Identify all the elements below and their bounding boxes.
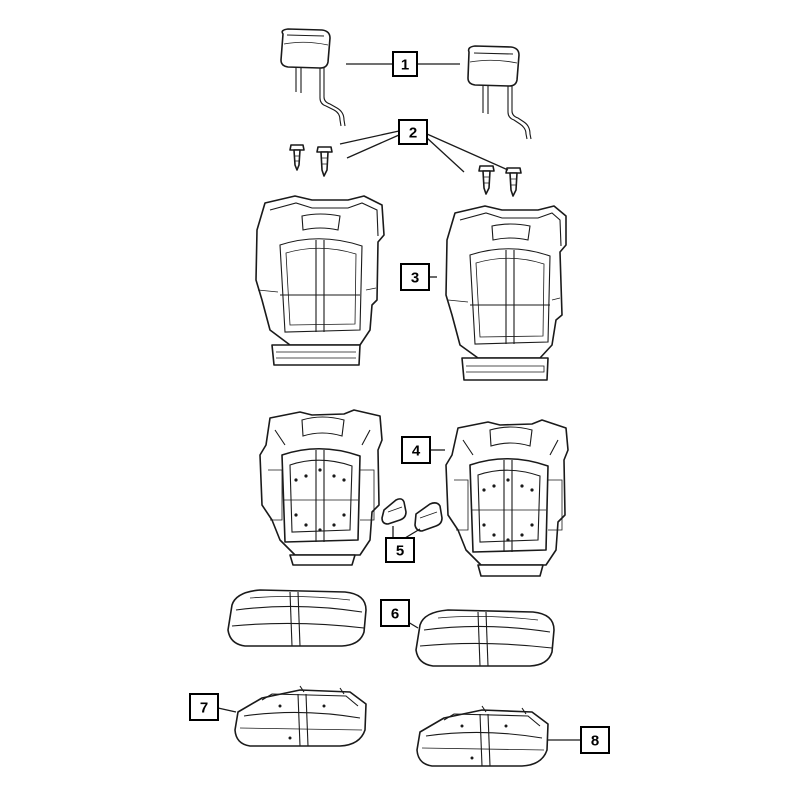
callout-5-label: 5 xyxy=(396,543,404,560)
callout-8-label: 8 xyxy=(591,733,599,750)
callout-1-label: 1 xyxy=(401,57,409,74)
callout-5: 5 xyxy=(385,537,415,563)
callout-6-label: 6 xyxy=(391,606,399,623)
headrest-guide-right-outer xyxy=(505,167,522,197)
callout-8: 8 xyxy=(580,726,610,754)
seatback-cover-right xyxy=(445,205,567,381)
callout-4: 4 xyxy=(401,436,431,464)
headrest-left xyxy=(280,28,346,127)
cushion-pad-right xyxy=(416,705,549,767)
leader-lines xyxy=(217,63,581,741)
callout-2-label: 2 xyxy=(409,125,417,142)
callout-6: 6 xyxy=(380,599,410,627)
callout-7: 7 xyxy=(189,693,219,721)
cushion-cover-right xyxy=(415,609,555,667)
callout-2: 2 xyxy=(398,119,428,145)
bolster-insert-right xyxy=(414,502,443,532)
seatback-cover-left xyxy=(255,195,385,366)
callout-3-label: 3 xyxy=(411,270,419,287)
cushion-pad-left xyxy=(234,685,367,747)
bolster-insert-left xyxy=(381,498,407,525)
seatback-pad-right xyxy=(445,419,569,577)
headrest-guide-right-inner xyxy=(478,165,495,195)
seatback-pad-left xyxy=(259,409,383,566)
callout-1: 1 xyxy=(392,51,418,77)
callout-4-label: 4 xyxy=(412,443,421,460)
callout-7-label: 7 xyxy=(200,700,208,717)
callout-3: 3 xyxy=(400,263,430,291)
headrest-right xyxy=(467,45,532,140)
headrest-guide-left-inner xyxy=(316,146,333,177)
headrest-guide-left-outer xyxy=(289,144,305,171)
cushion-cover-left xyxy=(227,589,367,647)
